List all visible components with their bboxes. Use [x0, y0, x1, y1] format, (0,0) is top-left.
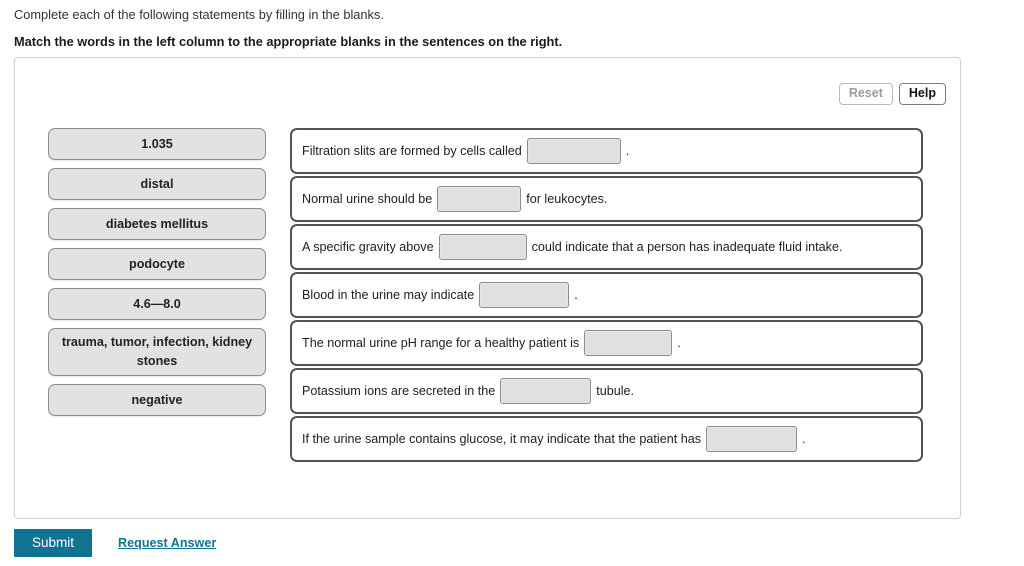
answer-blank[interactable]: [526, 138, 621, 164]
sentence-row: Potassium ions are secreted in the tubule…: [290, 368, 923, 414]
help-button[interactable]: Help: [898, 83, 946, 105]
sentence-row: Filtration slits are formed by cells cal…: [290, 128, 923, 174]
sentence-text-after: for leukocytes.: [526, 192, 608, 206]
sentence-text-before: Normal urine should be: [302, 192, 433, 206]
word-tile[interactable]: trauma, tumor, infection, kidney stones: [48, 328, 266, 376]
word-tile[interactable]: diabetes mellitus: [48, 208, 266, 240]
panel-content: 1.035 distal diabetes mellitus podocyte 4.6—…: [15, 128, 960, 462]
sentence-text-after: .: [802, 432, 806, 446]
sentence-text-before: The normal urine pH range for a healthy …: [302, 336, 580, 350]
sentence-list: Filtration slits are formed by cells cal…: [290, 128, 923, 462]
sentence-text-after: .: [625, 144, 630, 158]
sentence-text-before: Potassium ions are secreted in the: [302, 384, 496, 398]
sentence-row: The normal urine pH range for a healthy …: [290, 320, 923, 366]
instruction-primary: Complete each of the following statement…: [14, 7, 384, 22]
instructions-block: Complete each of the following statement…: [0, 0, 1024, 51]
panel-toolbar: Reset Help: [838, 83, 946, 105]
request-answer-link[interactable]: Request Answer: [118, 536, 217, 550]
submit-button[interactable]: Submit: [14, 529, 93, 557]
sentence-text-before: Blood in the urine may indicate: [302, 288, 475, 302]
word-tile[interactable]: negative: [48, 384, 266, 416]
sentence-row: Normal urine should be for leukocytes.: [290, 176, 923, 222]
footer-actions: Submit Request Answer: [14, 529, 216, 557]
answer-blank[interactable]: [479, 282, 570, 308]
sentence-row: If the urine sample contains glucose, it…: [290, 416, 923, 462]
sentence-text-after: .: [574, 288, 578, 302]
sentence-row: A specific gravity above could indicate t…: [290, 224, 923, 270]
answer-blank[interactable]: [438, 234, 527, 260]
word-tile[interactable]: 4.6—8.0: [48, 288, 266, 320]
sentence-text-after: could indicate that a person has inadequ…: [531, 240, 843, 254]
instruction-secondary: Match the words in the left column to th…: [14, 34, 563, 49]
word-tile[interactable]: distal: [48, 168, 266, 200]
sentence-text-before: If the urine sample contains glucose, it…: [302, 432, 702, 446]
answer-blank[interactable]: [500, 378, 592, 404]
sentence-text-after: .: [677, 336, 681, 350]
reset-button[interactable]: Reset: [838, 83, 893, 105]
sentence-text-before: Filtration slits are formed by cells cal…: [302, 144, 522, 158]
sentence-row: Blood in the urine may indicate.: [290, 272, 923, 318]
answer-blank[interactable]: [706, 426, 798, 452]
answer-blank[interactable]: [584, 330, 673, 356]
sentence-text-before: A specific gravity above: [302, 240, 434, 254]
word-tile[interactable]: 1.035: [48, 128, 266, 160]
sentence-text-after: tubule.: [596, 384, 635, 398]
word-bank: 1.035 distal diabetes mellitus podocyte 4.6—…: [48, 128, 266, 416]
activity-panel: Reset Help 1.035 distal diabetes mellitus p…: [14, 57, 961, 519]
answer-blank[interactable]: [437, 186, 522, 212]
word-tile[interactable]: podocyte: [48, 248, 266, 280]
